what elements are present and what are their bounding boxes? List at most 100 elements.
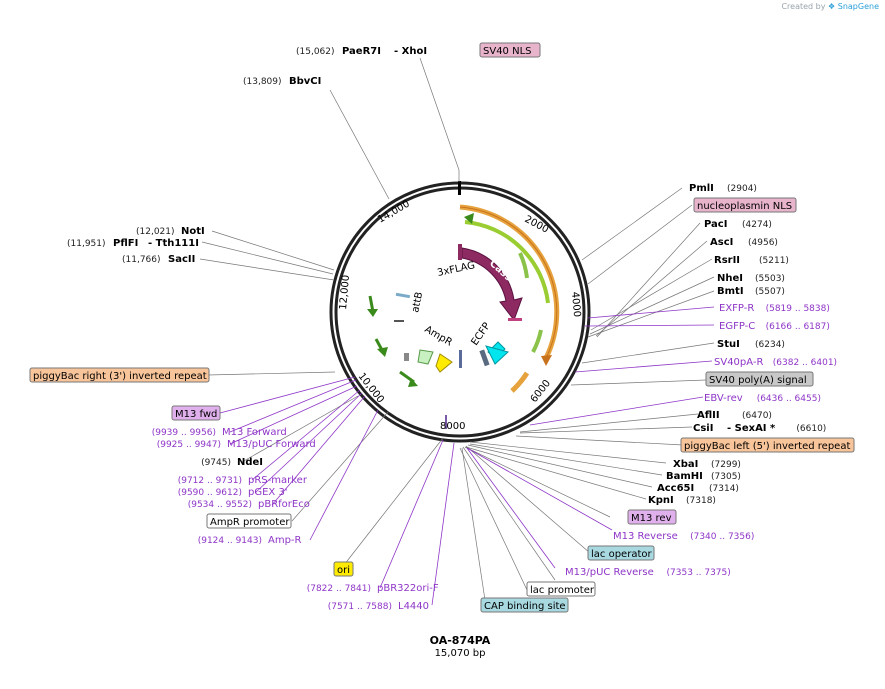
tick-label: 10,000 [356, 371, 386, 405]
primer-name: EXFP-R [719, 303, 754, 314]
site-position: (9925 .. 9947) [157, 440, 221, 450]
right-site-6: EXFP-R (5819 .. 5838) [719, 303, 830, 314]
site-name: BamHI [666, 471, 703, 482]
left-site-4: pGEX 3' (9590 .. 9612) [178, 487, 288, 498]
left-site-8: L4440(7571 .. 7588) [328, 601, 429, 612]
site-name: BbvCI [289, 76, 321, 87]
feature-piggybac-right: piggyBac right (3') inverted repeat [29, 367, 210, 383]
svg-text:piggyBac left (5') inverted re: piggyBac left (5') inverted repeat [684, 441, 850, 452]
primer-leader-lines [219, 306, 715, 606]
svg-text:SV40 NLS: SV40 NLS [483, 46, 532, 57]
right-site-16: KpnI (7318) [648, 495, 716, 506]
site-position: (13,809) [243, 77, 282, 87]
svg-text:CAP binding site: CAP binding site [484, 601, 566, 612]
site-position: (9745) [201, 458, 231, 468]
svg-text:lac operator: lac operator [591, 549, 652, 560]
site-position: (9590 .. 9612) [178, 488, 242, 498]
feature-lac-operator: lac operator [587, 545, 655, 561]
cas9-feature-arrow [461, 247, 523, 322]
site-position: (7299) [711, 460, 741, 470]
site-pflfi: (11,951) PflFI - Tth111I [67, 238, 199, 249]
feature-lac-promoter: lac promoter [526, 581, 596, 597]
tick-label: 12,000 [338, 274, 352, 310]
feature-arc-green [464, 220, 550, 304]
site-name: PacI [704, 219, 727, 230]
site-position: (7305) [711, 472, 741, 482]
site-position: (5211) [759, 256, 789, 266]
site-name: NheI [717, 273, 743, 284]
left-site-2: NdeI(9745) [201, 457, 263, 468]
left-site-0: M13 Forward (9939 .. 9956) [152, 427, 287, 438]
origin-marker [458, 181, 461, 195]
feature-m13-rev: M13 rev [627, 509, 677, 525]
right-site-3: RsrII(5211) [714, 255, 789, 266]
site-name: StuI [717, 339, 740, 350]
primer-name: pBRforEco [258, 499, 310, 510]
site-name: KpnI [648, 495, 674, 506]
site-position: (7353 .. 7375) [667, 568, 731, 578]
site-position: (5503) [755, 274, 785, 284]
site-extra: - XhoI [394, 46, 427, 57]
site-position: (9124 .. 9143) [198, 536, 262, 546]
primer-name: Amp-R [268, 535, 302, 546]
site-name: Acc65I [657, 483, 694, 494]
right-site-10: EBV-rev (6436 .. 6455) [704, 393, 821, 404]
site-position: (15,062) [296, 47, 335, 57]
ori-feature-arrow [435, 353, 453, 373]
site-extra: - Tth111I [148, 238, 199, 249]
tick-label: 6000 [529, 378, 553, 405]
site-name: AflII [697, 410, 720, 421]
site-position: (6166 .. 6187) [766, 322, 830, 332]
site-position: (6436 .. 6455) [757, 394, 821, 404]
right-site-12: CsiI- SexAI *(6610) [693, 423, 826, 434]
feature-sv40-polya: SV40 poly(A) signal [705, 371, 814, 387]
attb-marker [395, 292, 411, 299]
primer-name: M13/pUC Reverse [565, 567, 654, 578]
site-position: (6234) [755, 340, 785, 350]
left-site-7: pBR322ori-F(7822 .. 7841) [307, 583, 439, 594]
site-position: (5819 .. 5838) [766, 304, 830, 314]
green-arc-arrowhead [464, 213, 474, 224]
plasmid-length: 15,070 bp [435, 648, 486, 659]
primer-name: pRS-marker [248, 475, 308, 486]
site-position: (12,021) [136, 227, 175, 237]
site-name: XbaI [673, 459, 698, 470]
left-site-6: Amp-R (9124 .. 9143) [198, 535, 302, 546]
feature-ori: ori [333, 561, 354, 577]
site-position: (9534 .. 9552) [188, 500, 252, 510]
right-site-14: BamHI (7305) [666, 471, 741, 482]
ampr-label: AmpR [423, 324, 454, 348]
site-name: AscI [710, 237, 733, 248]
right-site-9: SV40pA-R(6382 .. 6401) [714, 357, 837, 368]
right-site-1: PacI(4274) [704, 219, 772, 230]
left-site-1: M13/pUC Forward(9925 .. 9947) [157, 439, 316, 450]
snapgene-logo-icon: ❖ [828, 2, 836, 11]
primer-name: M13 Forward [222, 427, 287, 438]
site-position: (6610) [796, 424, 826, 434]
right-site-13: XbaI (7299) [673, 459, 741, 470]
right-site-17: M13 Reverse(7340 .. 7356) [613, 531, 754, 542]
left-site-5: pBRforEco (9534 .. 9552) [188, 499, 310, 510]
site-position: (7318) [686, 496, 716, 506]
leader-lines [199, 57, 715, 601]
right-site-7: EGFP-C (6166 .. 6187) [719, 321, 830, 332]
primer-name: EGFP-C [719, 321, 755, 332]
right-site-5: BmtI(5507) [717, 286, 785, 297]
site-position: (5507) [755, 287, 785, 297]
site-noti: (12,021) NotI [136, 226, 205, 237]
site-name: PflFI [113, 238, 138, 249]
right-site-11: AflII (6470) [697, 410, 772, 421]
ampr-feature-arrow [417, 349, 434, 365]
primer-name: EBV-rev [704, 393, 743, 404]
primer-name: pGEX 3' [248, 487, 288, 498]
site-position: (6470) [742, 411, 772, 421]
site-position: (9939 .. 9956) [152, 428, 216, 438]
svg-text:SV40 poly(A) signal: SV40 poly(A) signal [709, 375, 807, 386]
site-position: (9712 .. 9731) [178, 476, 242, 486]
primer-name: SV40pA-R [714, 357, 763, 368]
primer-name: L4440 [398, 601, 429, 612]
site-extra: - SexAI * [727, 423, 776, 434]
site-bbvci: (13,809) BbvCI [243, 76, 321, 87]
svg-text:M13 rev: M13 rev [631, 513, 672, 524]
site-position: (11,766) [122, 255, 161, 265]
